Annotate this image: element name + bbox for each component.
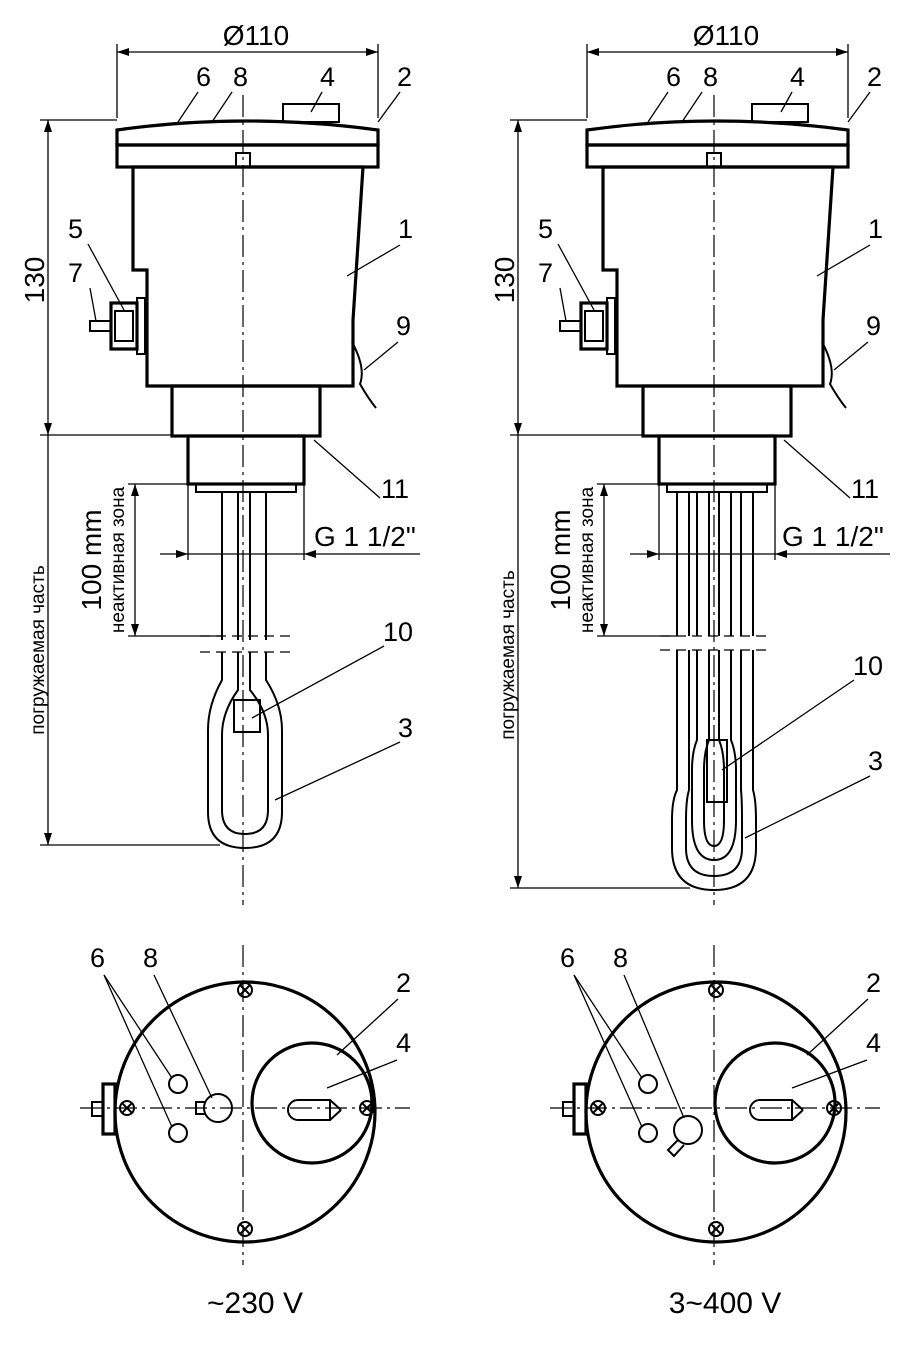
diameter-label: Ø110 [223, 20, 289, 51]
callout-8: 8 [703, 62, 718, 92]
callout-8: 8 [613, 943, 628, 973]
callout-1: 1 [868, 214, 883, 244]
callout-9: 9 [866, 311, 881, 341]
callout-2: 2 [867, 62, 882, 92]
diameter-label: Ø110 [693, 20, 759, 51]
callout-2: 2 [396, 968, 411, 998]
screw-icon [590, 982, 842, 1237]
side-view-400v: Ø110 130 [489, 20, 890, 905]
callout-4: 4 [320, 62, 335, 92]
callout-10: 10 [853, 651, 883, 681]
top-view-400v: 6 8 2 4 3~400 V [550, 943, 881, 1320]
callout-2: 2 [866, 968, 881, 998]
callout-4: 4 [396, 1028, 411, 1058]
callout-2: 2 [397, 62, 412, 92]
inactive-length-label: 100 mm [545, 509, 576, 610]
callout-1: 1 [398, 214, 413, 244]
callout-6: 6 [560, 943, 575, 973]
callout-6: 6 [90, 943, 105, 973]
top-view-230v: 6 8 2 4 ~230 V [80, 943, 411, 1320]
callout-11: 11 [381, 474, 409, 504]
callout-8: 8 [143, 943, 158, 973]
side-view-230v: Ø110 130 [19, 20, 420, 905]
callout-4: 4 [790, 62, 805, 92]
callout-9: 9 [396, 311, 411, 341]
callout-8: 8 [233, 62, 248, 92]
callout-4: 4 [866, 1028, 881, 1058]
callout-5: 5 [68, 214, 83, 244]
callout-3: 3 [868, 746, 883, 776]
thread-label: G 1 1/2" [314, 521, 416, 552]
height-label: 130 [489, 257, 520, 304]
inactive-zone-label: неактивная зона [108, 486, 129, 633]
callout-7: 7 [68, 258, 83, 288]
height-label: 130 [19, 257, 50, 304]
callout-3: 3 [398, 713, 413, 743]
callouts-400v: 6 8 4 2 1 5 7 9 11 10 3 [538, 62, 883, 839]
callout-7: 7 [538, 258, 553, 288]
callout-11: 11 [851, 474, 879, 504]
callout-5: 5 [538, 214, 553, 244]
callout-6: 6 [666, 62, 681, 92]
inactive-length-label: 100 mm [76, 509, 107, 610]
callout-10: 10 [383, 617, 413, 647]
inactive-zone-label: неактивная зона [577, 486, 598, 633]
voltage-label: 3~400 V [669, 1287, 782, 1320]
thread-label: G 1 1/2" [782, 521, 884, 552]
callout-6: 6 [196, 62, 211, 92]
screw-icon [119, 982, 375, 1237]
callouts-230v: 6 8 4 2 1 5 7 9 11 10 3 [68, 62, 413, 801]
immersed-part-label: погружаемая часть [28, 565, 49, 735]
voltage-label: ~230 V [207, 1287, 303, 1320]
immersed-part-label: погружаемая часть [498, 570, 519, 740]
